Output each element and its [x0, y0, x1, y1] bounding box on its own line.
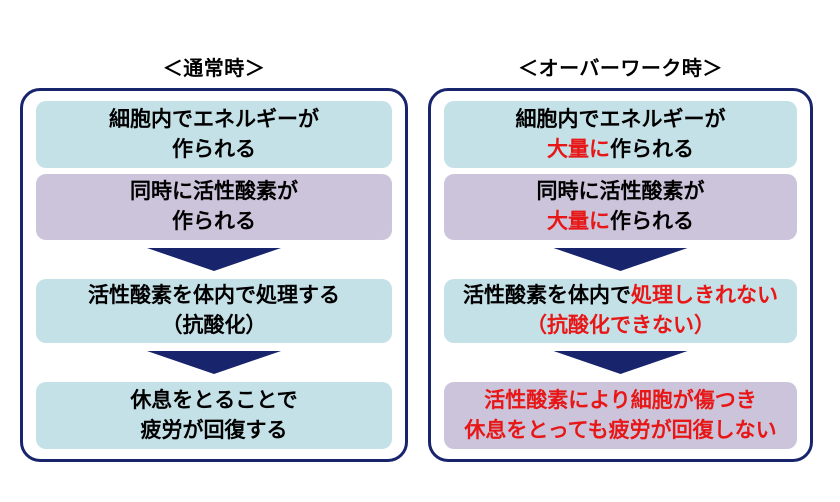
box-line: 大量に作られる	[444, 207, 797, 237]
box-line: 大量に作られる	[444, 135, 797, 165]
recovery-box: 休息をとることで 疲労が回復する	[36, 382, 392, 449]
arrow-down-icon	[147, 248, 281, 271]
box-line: 疲労が回復する	[140, 418, 288, 442]
arrow-down-icon	[553, 351, 688, 374]
overwork-flow-panel: 細胞内でエネルギーが 大量に作られる 同時に活性酸素が 大量に作られる 活性酸素…	[428, 88, 813, 462]
box-line: 作られる	[172, 137, 256, 161]
arrow-zone	[36, 240, 392, 279]
box-line: 休息をとることで	[130, 388, 298, 412]
arrow-zone	[444, 343, 797, 382]
overwork-column-title: ＜オーバーワーク時＞	[518, 58, 723, 80]
ros-production-box: 同時に活性酸素が 作られる	[36, 174, 392, 240]
box-text: 作られる	[610, 210, 694, 233]
box-line: 同時に活性酸素が	[536, 180, 705, 203]
emphasis-text: 大量に	[547, 137, 610, 161]
ros-overproduction-box: 同時に活性酸素が 大量に作られる	[444, 174, 797, 240]
box-line: 活性酸素により細胞が傷つき	[484, 388, 757, 412]
normal-flow-panel: 細胞内でエネルギーが 作られる 同時に活性酸素が 作られる 活性酸素を体内で処理…	[20, 88, 408, 462]
box-line: 作られる	[172, 210, 256, 233]
box-line: 休息をとっても疲労が回復しない	[464, 418, 777, 442]
arrow-down-icon	[147, 351, 281, 374]
box-line: 同時に活性酸素が	[130, 180, 298, 203]
antioxidation-failure-box: 活性酸素を体内で処理しきれない （抗酸化できない）	[444, 279, 797, 343]
box-text: 活性酸素を体内で	[463, 284, 631, 307]
arrow-zone	[444, 240, 797, 279]
box-line: 活性酸素を体内で処理する	[88, 284, 340, 307]
energy-production-box: 細胞内でエネルギーが 作られる	[36, 101, 392, 168]
emphasis-text: 大量に	[547, 210, 610, 233]
box-line: 活性酸素を体内で処理しきれない	[444, 281, 797, 311]
box-line: （抗酸化できない）	[526, 314, 715, 337]
arrow-zone	[36, 343, 392, 382]
normal-column-title: ＜通常時＞	[162, 58, 266, 80]
box-line: 細胞内でエネルギーが	[515, 107, 726, 131]
energy-overproduction-box: 細胞内でエネルギーが 大量に作られる	[444, 101, 797, 168]
box-text: 作られる	[610, 137, 694, 161]
box-line: （抗酸化）	[161, 314, 267, 337]
no-recovery-box: 活性酸素により細胞が傷つき 休息をとっても疲労が回復しない	[444, 382, 797, 449]
arrow-down-icon	[553, 248, 688, 271]
box-line: 細胞内でエネルギーが	[109, 107, 319, 131]
antioxidation-box: 活性酸素を体内で処理する （抗酸化）	[36, 279, 392, 343]
emphasis-text: 処理しきれない	[631, 284, 778, 307]
